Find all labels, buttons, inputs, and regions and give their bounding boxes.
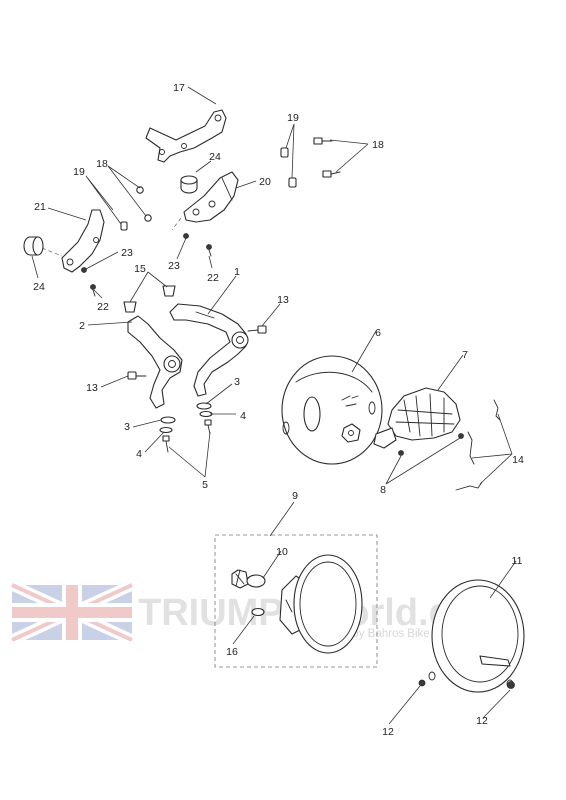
part-24-grommet-upper xyxy=(180,175,198,194)
callout-1: 1 xyxy=(234,266,240,278)
callout-21: 21 xyxy=(34,201,46,213)
callout-4: 4 xyxy=(136,448,142,460)
callout-8: 8 xyxy=(380,484,386,496)
callout-22: 22 xyxy=(97,301,109,313)
part-19-bush xyxy=(120,221,128,231)
part-24-grommet-lower xyxy=(23,236,44,256)
part-19-bush xyxy=(288,177,297,188)
part-21-left-bracket xyxy=(61,209,105,273)
part-12-screws xyxy=(418,679,515,689)
part-3-washers xyxy=(160,402,212,424)
small-hardware xyxy=(81,137,341,297)
part-23-screw xyxy=(183,233,189,239)
part-11-headlight-rim xyxy=(428,579,525,693)
part-13-bolt xyxy=(127,371,147,380)
callout-18: 18 xyxy=(96,158,108,170)
leader-lines xyxy=(31,86,517,725)
callout-23: 23 xyxy=(121,247,133,259)
callout-17: 17 xyxy=(173,82,185,94)
part-18-washer xyxy=(136,186,144,194)
callout-3: 3 xyxy=(234,376,240,388)
part-9-group-box xyxy=(214,534,378,668)
part-13-bolt xyxy=(247,325,267,334)
part-18-bolt xyxy=(313,137,333,145)
callout-14: 14 xyxy=(512,454,524,466)
part-17-upper-bracket xyxy=(145,109,227,163)
headlight-unit xyxy=(279,554,363,654)
part-14-wire-clips xyxy=(455,399,501,491)
callout-13: 13 xyxy=(277,294,289,306)
callout-10: 10 xyxy=(276,546,288,558)
callout-24: 24 xyxy=(33,281,45,293)
callout-13: 13 xyxy=(86,382,98,394)
callout-19: 19 xyxy=(287,112,299,124)
callout-24: 24 xyxy=(209,151,221,163)
part-22-screw xyxy=(206,244,212,257)
part-19-bush xyxy=(280,147,289,158)
part-8-screws xyxy=(398,433,464,456)
callout-23: 23 xyxy=(168,260,180,272)
callout-22: 22 xyxy=(207,272,219,284)
callout-16: 16 xyxy=(226,646,238,658)
callout-6: 6 xyxy=(375,327,381,339)
callout-7: 7 xyxy=(462,349,468,361)
callout-labels: 17 24 20 19 18 18 19 21 23 23 22 22 24 1… xyxy=(33,82,524,738)
callout-15: 15 xyxy=(134,263,146,275)
part-16-sidelight-bulb xyxy=(251,607,265,617)
callout-12: 12 xyxy=(382,726,394,738)
callout-11: 11 xyxy=(512,555,523,567)
part-1-right-arm xyxy=(169,303,249,397)
part-18-bolt xyxy=(322,170,341,178)
callout-4: 4 xyxy=(240,410,246,422)
part-18-washer xyxy=(144,214,152,222)
part-5-bolts xyxy=(162,419,212,453)
part-22-screw xyxy=(90,284,96,297)
part-20-right-bracket xyxy=(183,171,239,223)
part-7-connector-housing xyxy=(373,387,461,449)
union-jack-flag-icon xyxy=(9,580,135,645)
callout-19: 19 xyxy=(73,166,85,178)
callout-20: 20 xyxy=(259,176,271,188)
callout-3: 3 xyxy=(124,421,130,433)
part-10-bulb xyxy=(231,569,266,589)
callout-5: 5 xyxy=(202,479,208,491)
callout-2: 2 xyxy=(79,320,85,332)
callout-9: 9 xyxy=(292,490,298,502)
callout-18: 18 xyxy=(372,139,384,151)
part-2-left-arm xyxy=(127,315,183,409)
part-6-headlight-shell xyxy=(281,355,383,465)
callout-12: 12 xyxy=(476,715,488,727)
part-15-bushes xyxy=(123,285,176,313)
